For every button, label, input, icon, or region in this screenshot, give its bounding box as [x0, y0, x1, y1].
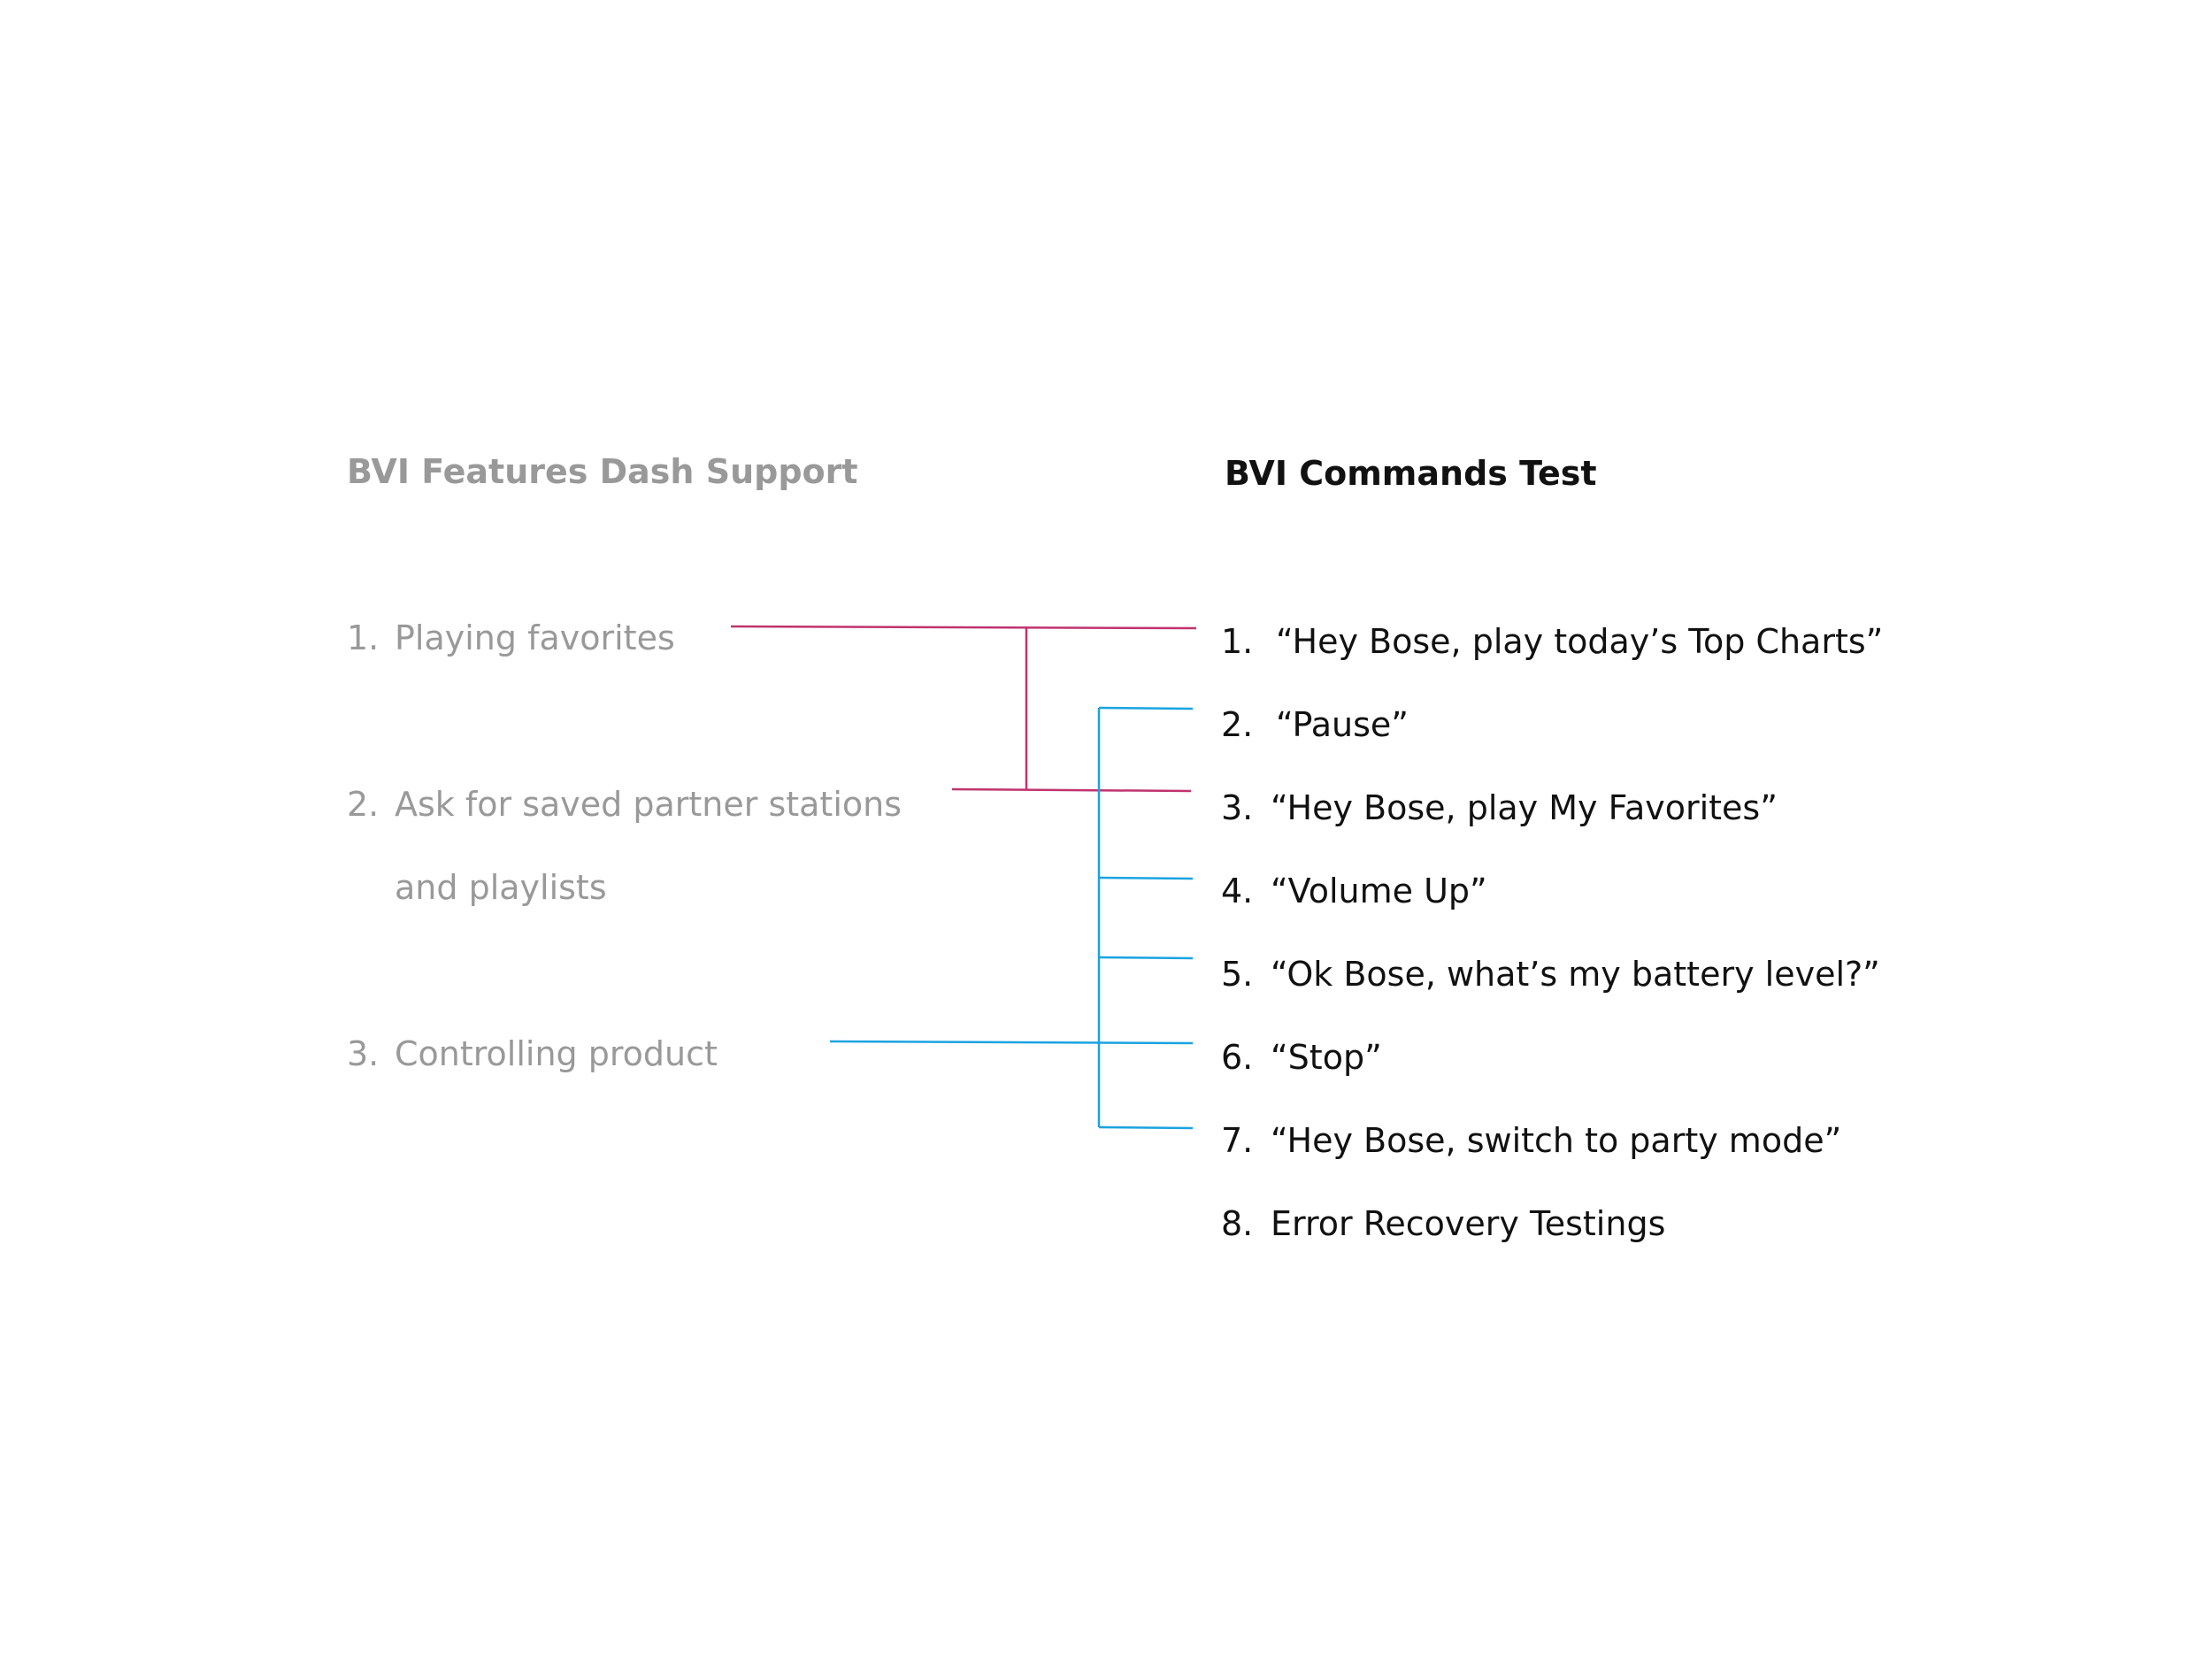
command-text: “Ok Bose, what’s my battery level?” — [1271, 955, 1880, 994]
features-heading: BVI Features Dash Support — [347, 452, 858, 491]
blue-connector-command-7 — [1098, 1125, 1194, 1130]
command-number: 6. — [1221, 1038, 1254, 1077]
command-text: “Pause” — [1276, 705, 1409, 744]
feature-number: 3. — [347, 1034, 380, 1073]
command-number: 8. — [1221, 1204, 1254, 1243]
feature-text: Playing favorites — [395, 618, 675, 657]
command-number: 3. — [1221, 788, 1254, 827]
commands-heading: BVI Commands Test — [1225, 454, 1597, 493]
command-text: Error Recovery Testings — [1271, 1204, 1666, 1243]
command-text: “Volume Up” — [1271, 872, 1487, 910]
feature-text: Controlling product — [395, 1034, 718, 1073]
feature-text: and playlists — [395, 868, 607, 907]
command-number: 7. — [1221, 1121, 1254, 1160]
command-number: 1. — [1221, 622, 1254, 661]
command-text: “Stop” — [1271, 1038, 1382, 1077]
command-number: 2. — [1221, 705, 1254, 744]
feature-number: 2. — [347, 785, 380, 824]
blue-connector-command-2 — [1098, 706, 1194, 710]
blue-connector-feature-3 — [829, 1040, 1194, 1045]
feature-text: Ask for saved partner stations — [395, 785, 902, 824]
blue-connector-command-5 — [1098, 956, 1194, 960]
blue-connector-command-4 — [1098, 876, 1194, 880]
command-number: 4. — [1221, 872, 1254, 910]
magenta-connector-feature-2 — [951, 787, 1192, 793]
command-text: “Hey Bose, play today’s Top Charts” — [1276, 622, 1884, 661]
feature-number: 1. — [347, 618, 380, 657]
command-text: “Hey Bose, play My Favorites” — [1271, 788, 1778, 827]
magenta-connector-feature-1 — [730, 625, 1197, 630]
command-text: “Hey Bose, switch to party mode” — [1271, 1121, 1842, 1160]
command-number: 5. — [1221, 955, 1254, 994]
